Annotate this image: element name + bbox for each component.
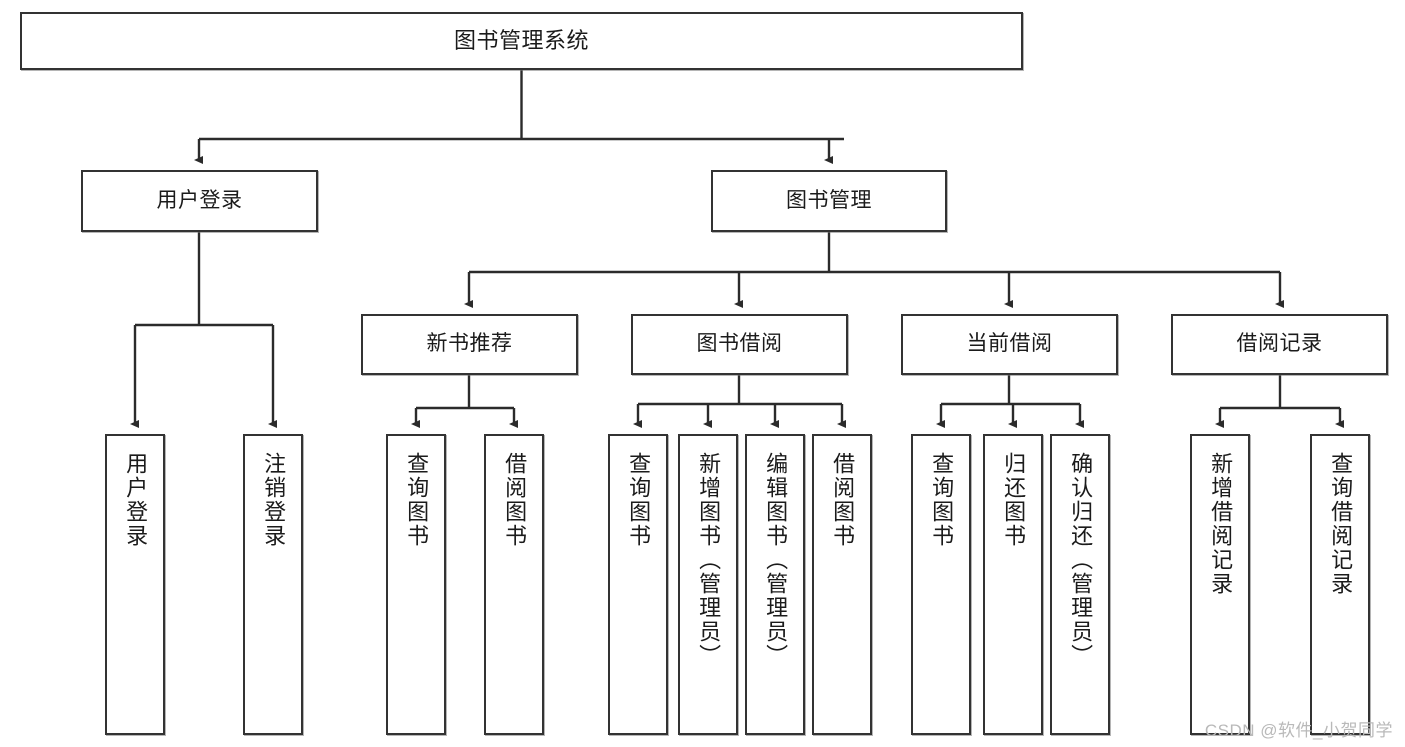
node-user-login[interactable]: 用户登录 [81, 170, 318, 232]
leaf-edit-book-admin-label: 编辑图书（管理员） [763, 452, 789, 668]
leaf-logout-label: 注销登录 [261, 452, 287, 548]
leaf-query-borrow-record[interactable]: 查询借阅记录 [1310, 434, 1370, 735]
leaf-borrow-book-recommend[interactable]: 借阅图书 [484, 434, 544, 735]
node-book-borrow-label: 图书借阅 [696, 332, 783, 356]
leaf-query-borrow-record-label: 查询借阅记录 [1328, 452, 1354, 596]
leaf-confirm-return-admin-label: 确认归还（管理员） [1068, 452, 1094, 668]
leaf-user-login-label: 用户登录 [123, 452, 149, 548]
node-current-borrow[interactable]: 当前借阅 [901, 314, 1118, 375]
leaf-query-book-recommend-label: 查询图书 [404, 452, 430, 548]
node-book-management[interactable]: 图书管理 [711, 170, 947, 232]
node-root[interactable]: 图书管理系统 [20, 12, 1023, 70]
node-book-management-label: 图书管理 [786, 188, 872, 212]
leaf-user-login[interactable]: 用户登录 [105, 434, 165, 735]
leaf-query-book-current[interactable]: 查询图书 [911, 434, 971, 735]
leaf-confirm-return-admin[interactable]: 确认归还（管理员） [1050, 434, 1110, 735]
node-current-borrow-label: 当前借阅 [966, 332, 1053, 356]
node-user-login-label: 用户登录 [156, 188, 243, 212]
node-new-book-recommend-label: 新书推荐 [426, 332, 513, 356]
leaf-add-borrow-record[interactable]: 新增借阅记录 [1190, 434, 1250, 735]
leaf-logout[interactable]: 注销登录 [243, 434, 303, 735]
leaf-query-book-borrow[interactable]: 查询图书 [608, 434, 668, 735]
leaf-return-book-label: 归还图书 [1001, 452, 1027, 548]
leaf-add-borrow-record-label: 新增借阅记录 [1208, 452, 1234, 596]
leaf-query-book-current-label: 查询图书 [929, 452, 955, 548]
leaf-add-book-admin-label: 新增图书（管理员） [696, 452, 722, 668]
node-book-borrow[interactable]: 图书借阅 [631, 314, 848, 375]
leaf-return-book[interactable]: 归还图书 [983, 434, 1043, 735]
leaf-query-book-borrow-label: 查询图书 [626, 452, 652, 548]
node-borrow-record[interactable]: 借阅记录 [1171, 314, 1388, 375]
watermark: CSDN @软件_小贺同学 [1204, 721, 1393, 740]
leaf-borrow-book-label: 借阅图书 [830, 452, 856, 548]
leaf-add-book-admin[interactable]: 新增图书（管理员） [678, 434, 738, 735]
node-new-book-recommend[interactable]: 新书推荐 [361, 314, 578, 375]
leaf-borrow-book-recommend-label: 借阅图书 [502, 452, 528, 548]
leaf-query-book-recommend[interactable]: 查询图书 [386, 434, 446, 735]
leaf-borrow-book[interactable]: 借阅图书 [812, 434, 872, 735]
node-borrow-record-label: 借阅记录 [1236, 332, 1323, 356]
leaf-edit-book-admin[interactable]: 编辑图书（管理员） [745, 434, 805, 735]
node-root-label: 图书管理系统 [453, 28, 589, 54]
